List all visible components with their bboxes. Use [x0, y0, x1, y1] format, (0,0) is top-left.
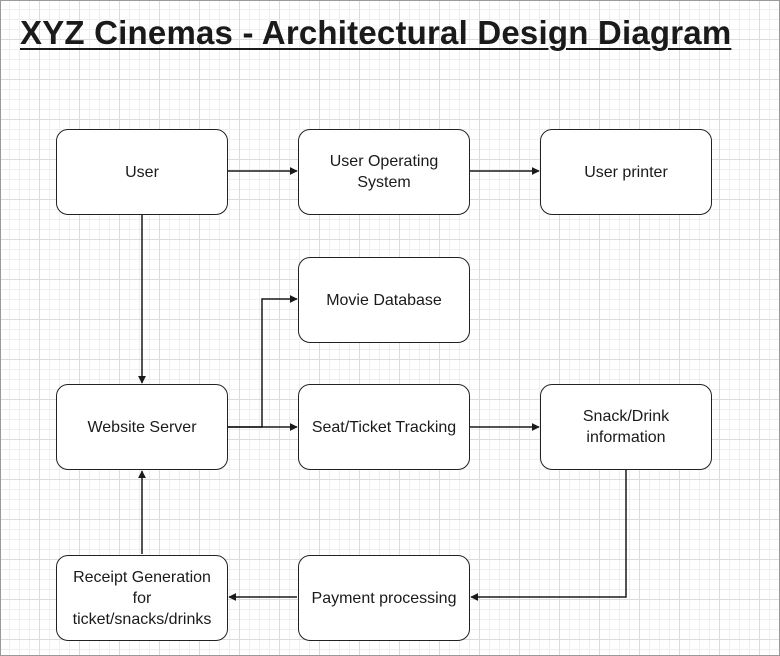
node-user: User — [56, 129, 228, 215]
diagram-title: XYZ Cinemas - Architectural Design Diagr… — [20, 14, 732, 51]
node-snack-drink-information: Snack/Drink information — [540, 384, 712, 470]
node-user-printer-label: User printer — [584, 163, 668, 181]
node-website-server-label: Website Server — [87, 418, 197, 436]
edge-snack-to-payment — [470, 470, 627, 601]
node-user-printer: User printer — [540, 129, 712, 215]
node-user-operating-system: User Operating System — [298, 129, 470, 215]
node-snack-drink-information-label: Snack/Drink information — [582, 408, 670, 446]
node-seat-ticket-tracking-label: Seat/Ticket Tracking — [311, 418, 457, 436]
node-receipt-generation: Receipt Generation for ticket/snacks/dri… — [56, 555, 228, 641]
node-user-os-label: User Operating System — [329, 153, 439, 191]
node-user-label: User — [125, 163, 159, 181]
node-payment-processing-label: Payment processing — [311, 589, 457, 607]
node-payment-processing: Payment processing — [298, 555, 470, 641]
node-receipt-generation-label: Receipt Generation for ticket/snacks/dri… — [72, 568, 212, 628]
node-website-server: Website Server — [56, 384, 228, 470]
edge-server-to-movie-db — [228, 295, 298, 428]
node-movie-database: Movie Database — [298, 257, 470, 343]
node-movie-database-label: Movie Database — [326, 291, 442, 309]
node-seat-ticket-tracking: Seat/Ticket Tracking — [298, 384, 470, 470]
